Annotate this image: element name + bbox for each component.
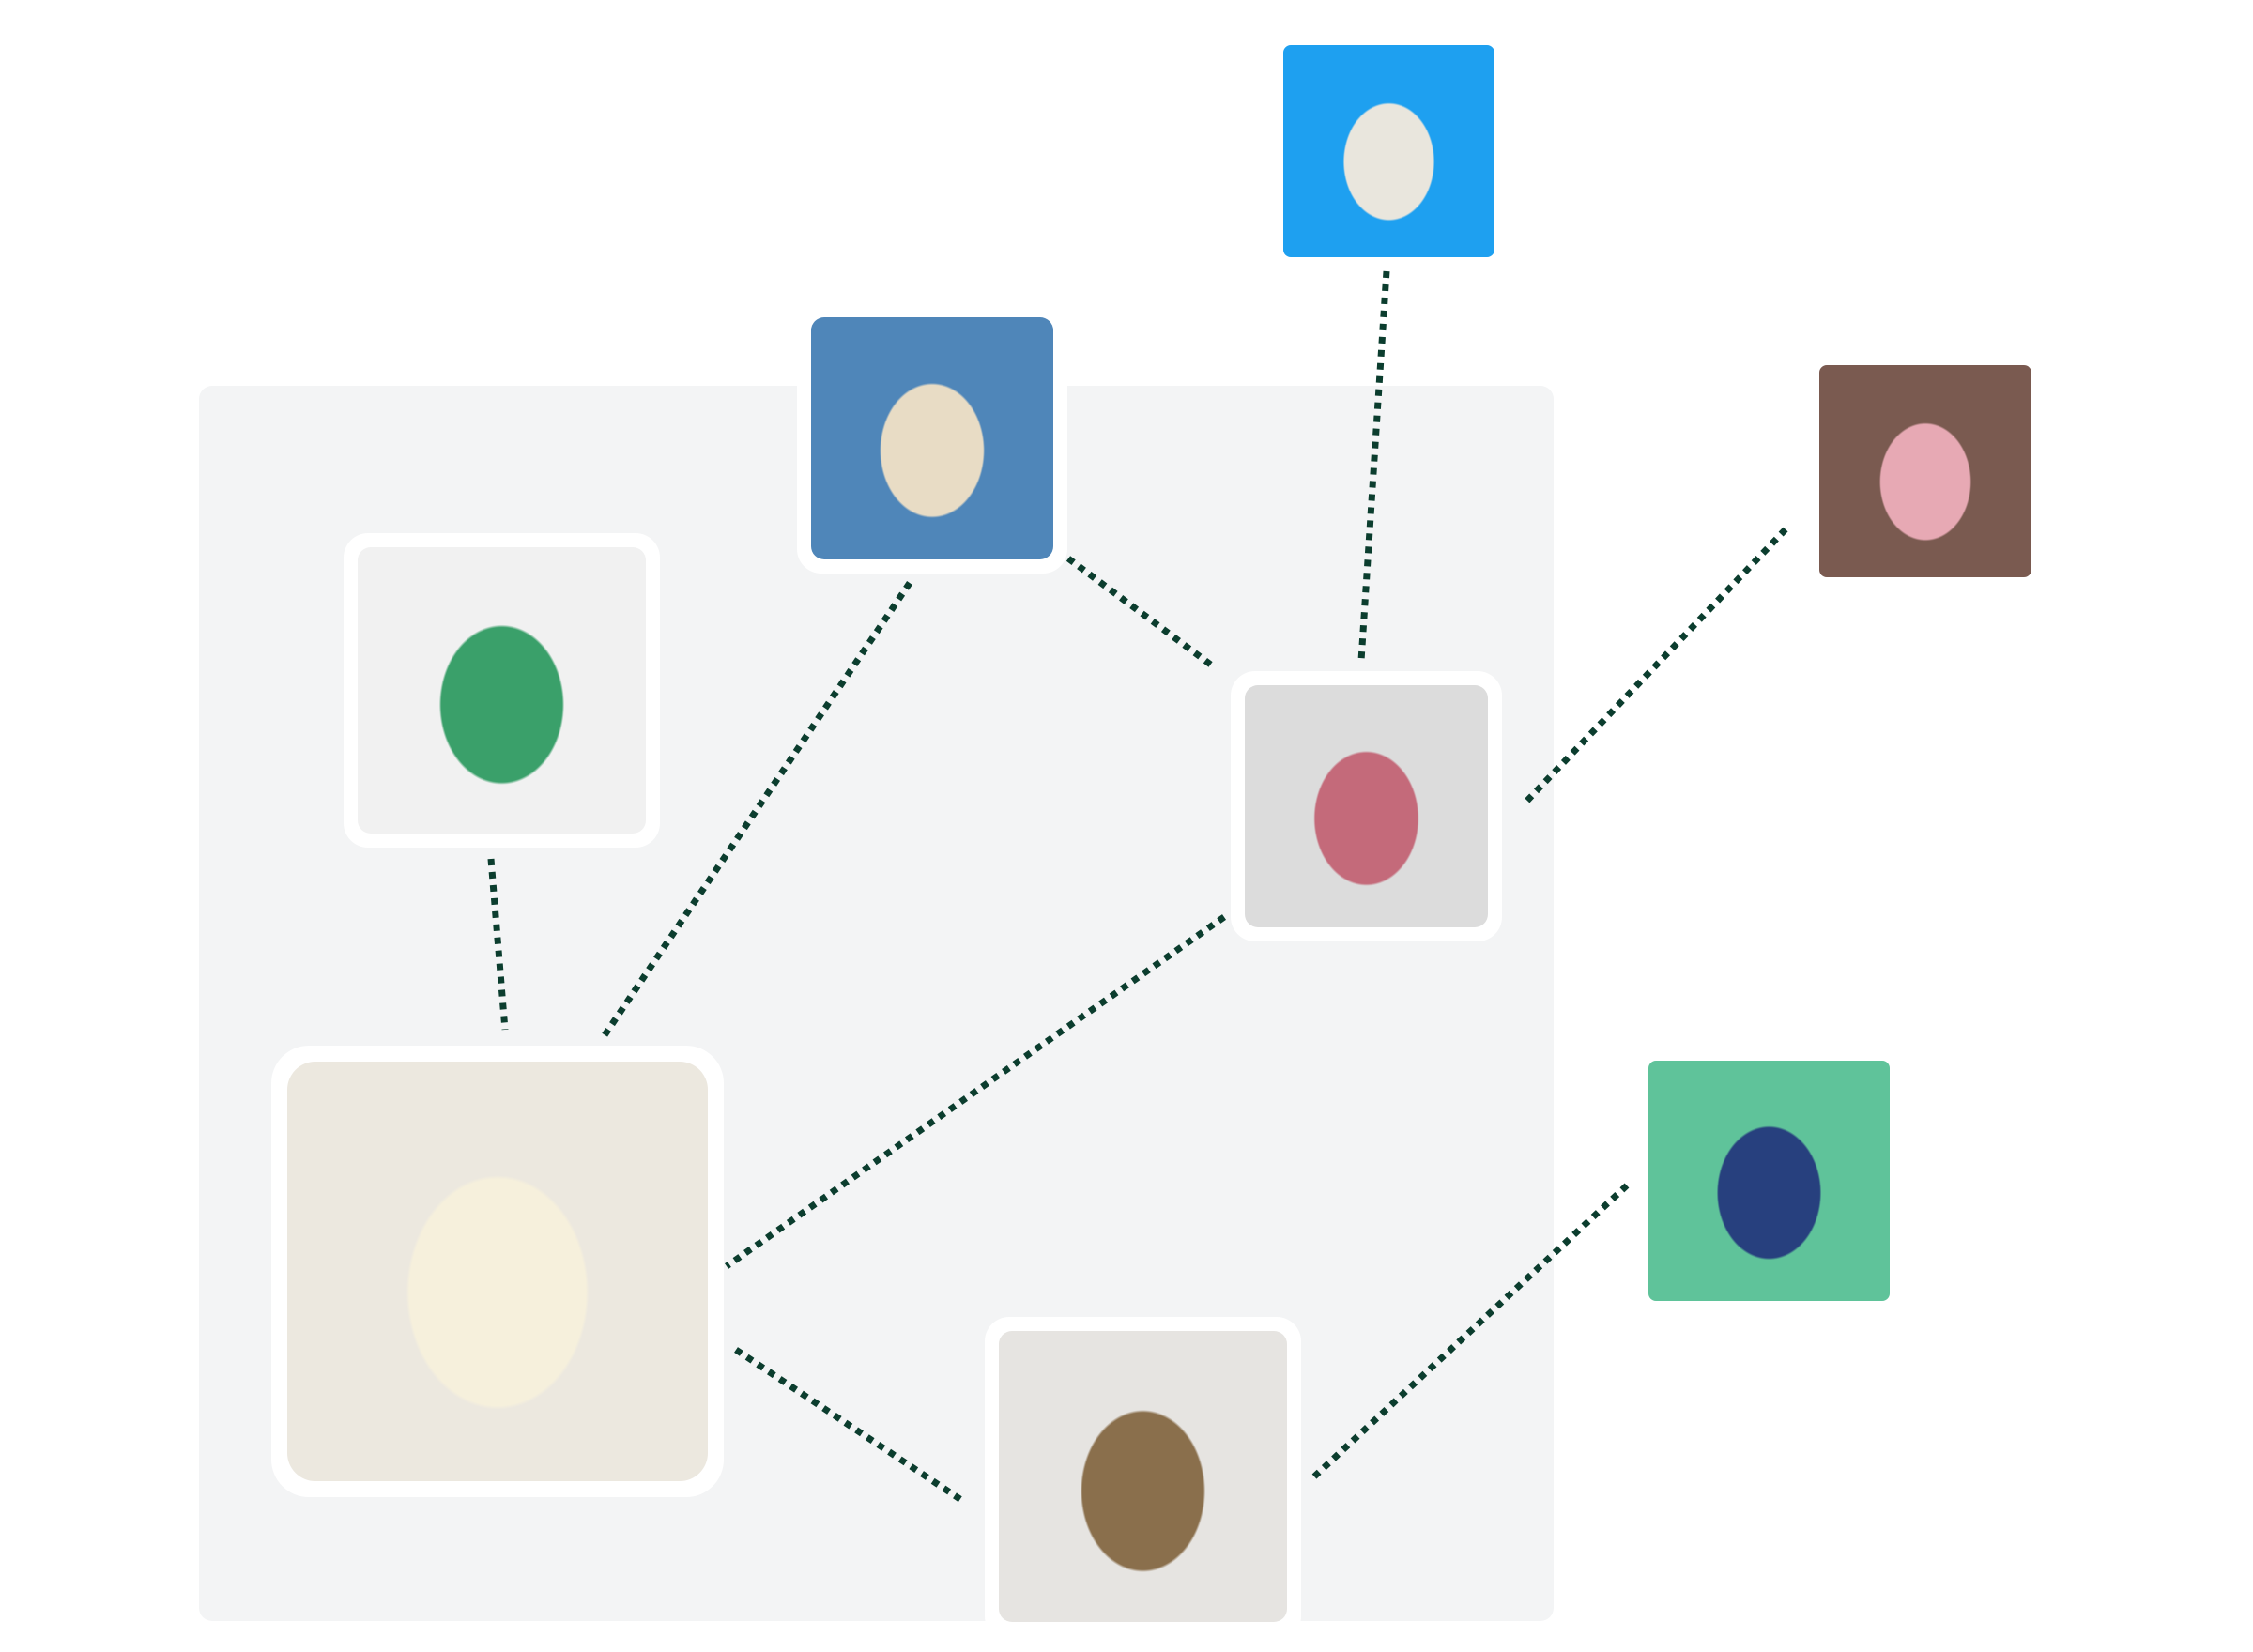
card-suede-jacket-look[interactable] (985, 1317, 1301, 1641)
connector-pink-heels-to-striped-maxi-dress (1521, 527, 1788, 807)
card-bucket-hat-look[interactable] (797, 303, 1067, 574)
thumb-striped-coat[interactable] (1283, 45, 1494, 257)
thumb-pink-heels[interactable] (1819, 365, 2031, 577)
card-green-pants-look[interactable] (344, 533, 660, 848)
connector-blue-handbag-to-suede-jacket-look (1310, 1183, 1630, 1481)
connector-white-ruffle-dress-to-suede-jacket-look (734, 1347, 966, 1505)
product-image (811, 317, 1053, 559)
card-striped-maxi-dress[interactable] (1231, 671, 1502, 941)
connector-bucket-hat-look-to-striped-maxi-dress (1065, 556, 1218, 671)
product-image (287, 1062, 708, 1481)
product-image (1245, 685, 1488, 927)
product-image (999, 1331, 1287, 1622)
connector-striped-coat-to-striped-maxi-dress (1357, 270, 1390, 662)
product-image (358, 547, 646, 834)
connector-green-pants-look-to-white-ruffle-dress (487, 858, 509, 1031)
card-white-ruffle-dress[interactable] (271, 1046, 724, 1497)
thumb-blue-handbag[interactable] (1648, 1061, 1890, 1301)
connector-striped-maxi-dress-to-white-ruffle-dress (724, 914, 1227, 1269)
